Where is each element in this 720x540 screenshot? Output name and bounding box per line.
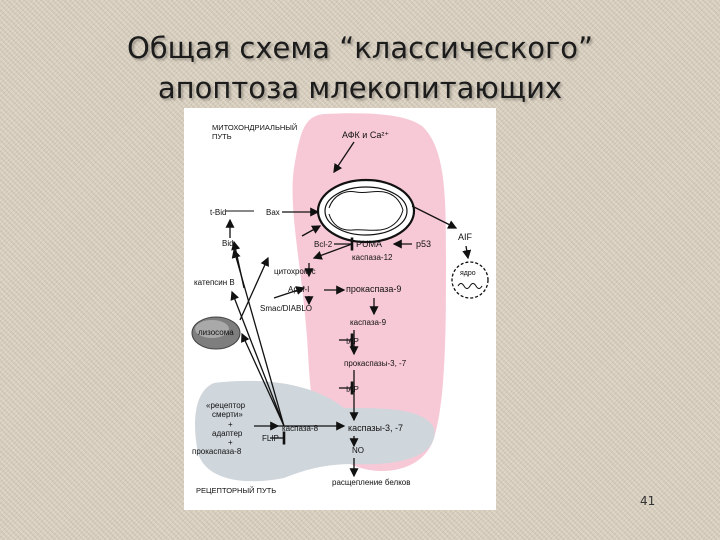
mito-path-label-line-1: МИТОХОНДРИАЛЬНЫЙ xyxy=(212,123,297,132)
adapter-label: адаптер xyxy=(212,429,243,438)
apoptosis-diagram: МИТОХОНДРИАЛЬНЫЙ ПУТЬ АФК и Ca²⁺ t-Bid B… xyxy=(184,108,496,510)
puma-label: PUMA xyxy=(356,239,382,249)
mito-path-label-line-2: ПУТЬ xyxy=(212,132,232,141)
receptor-label-line-1: «рецептор xyxy=(206,401,246,410)
slide-title-line-2: апоптоза млекопитающих xyxy=(157,71,563,105)
afk-ca-label: АФК и Ca²⁺ xyxy=(342,130,389,140)
nucleus-shape xyxy=(451,261,489,299)
receptor-path-label: РЕЦЕПТОРНЫЙ ПУТЬ xyxy=(196,486,276,495)
caspase-9-label: каспаза-9 xyxy=(350,318,387,327)
iap-label-1: IAP xyxy=(346,337,359,346)
no-label: NO xyxy=(352,446,364,455)
bcl2-label: Bcl-2 xyxy=(314,240,333,249)
slide-title: Общая схема “классического” апоптоза мле… xyxy=(0,28,720,108)
receptor-label-line-2: смерти» xyxy=(212,410,243,419)
cytochrome-c-label: цитохром с xyxy=(274,267,316,276)
slide-title-line-1: Общая схема “классического” xyxy=(126,31,594,65)
pathway-arrows xyxy=(225,141,472,478)
bid-label: Bid xyxy=(222,239,234,248)
cathepsin-b-label: катепсин B xyxy=(194,278,235,287)
caspase-8-label: каспаза-8 xyxy=(282,424,319,433)
caspases-3-7-label: каспазы-3, -7 xyxy=(348,423,403,433)
slide-number: 41 xyxy=(640,494,656,508)
procaspase-9-label: прокаспаза-9 xyxy=(346,284,401,294)
aif-label: AIF xyxy=(458,232,473,242)
protein-cleavage-label: расщепление белков xyxy=(332,478,410,487)
nucleus-label: ядро xyxy=(460,270,476,277)
receptor-region xyxy=(195,380,435,482)
procaspases-3-7-label: прокаспазы-3, -7 xyxy=(344,359,407,368)
smac-diablo-label: Smac/DIABLO xyxy=(260,304,312,313)
p53-label: p53 xyxy=(416,239,431,249)
caspase-12-label: каспаза-12 xyxy=(352,253,393,262)
tbid-label: t-Bid xyxy=(210,208,226,217)
procaspase-8-label: прокаспаза-8 xyxy=(192,447,242,456)
mitochondrion xyxy=(316,178,416,244)
bax-label: Bax xyxy=(266,208,280,217)
plus-2: + xyxy=(228,438,233,447)
iap-label-2: IAP xyxy=(346,385,359,394)
plus-1: + xyxy=(228,420,233,429)
lysosome-label: лизосома xyxy=(198,328,234,337)
